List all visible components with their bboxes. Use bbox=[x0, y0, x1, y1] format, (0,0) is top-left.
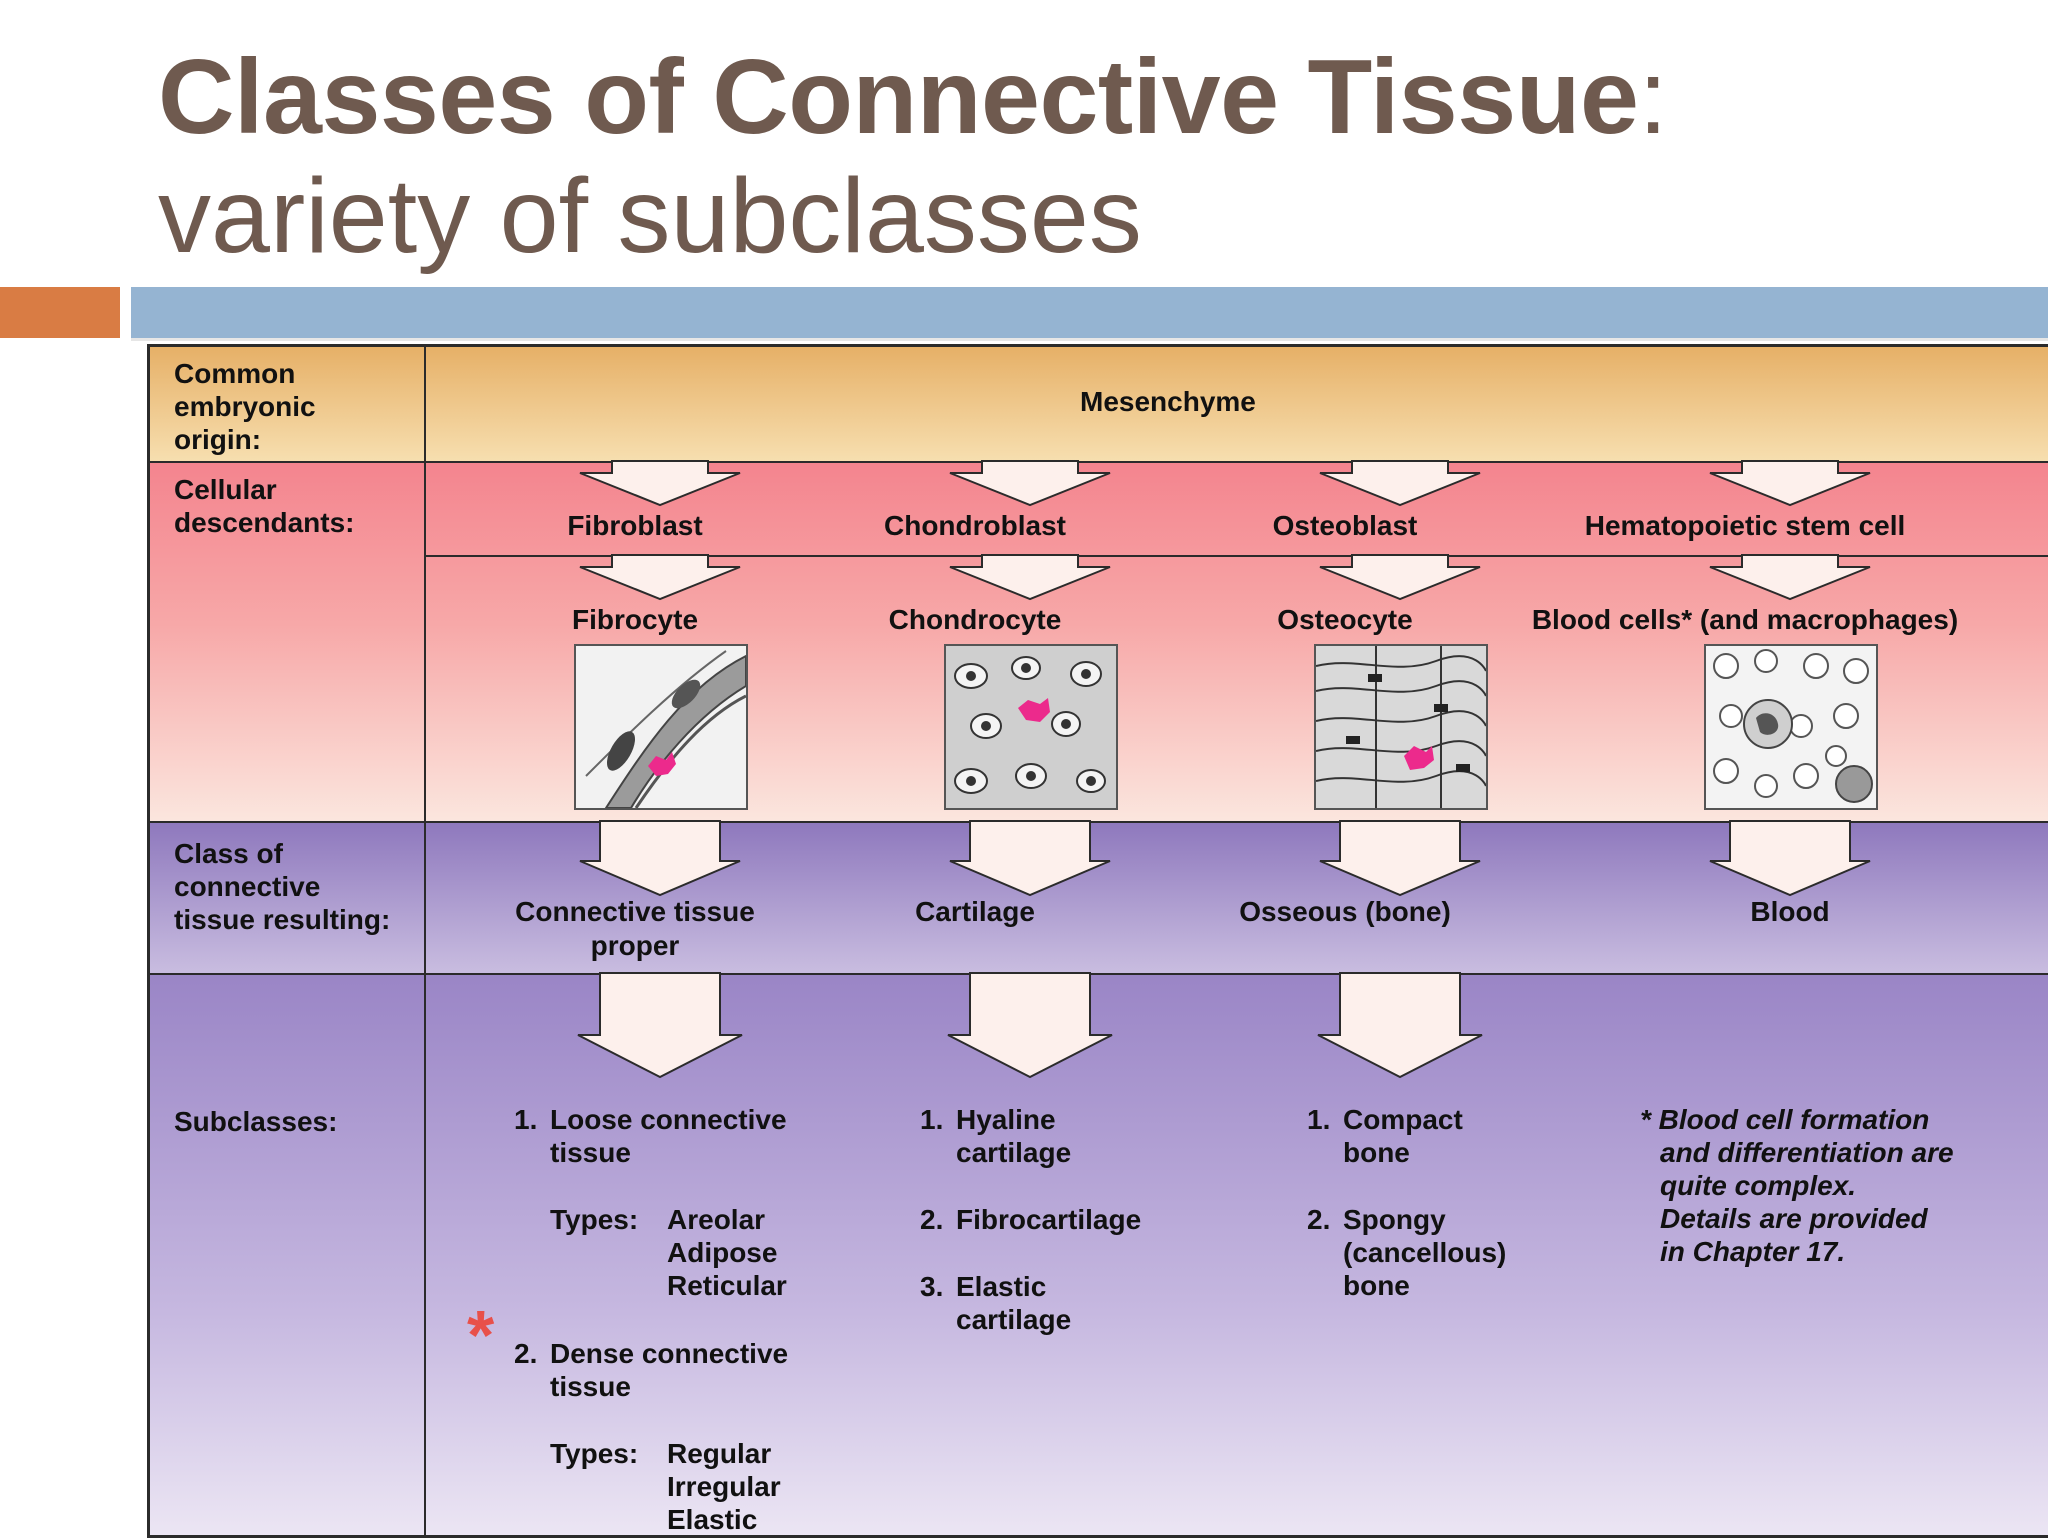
title-bold: Classes of Connective Tissue bbox=[158, 38, 1639, 156]
cart-num-3: 3. bbox=[920, 1271, 944, 1302]
class-cartilage: Cartilage bbox=[915, 896, 1035, 927]
divider-class bbox=[150, 973, 2048, 975]
ctp-dense-type-3: Elastic bbox=[667, 1504, 758, 1535]
label-hematopoietic: Hematopoietic stem cell bbox=[1584, 510, 1906, 541]
arrow-origin-to-blast-2 bbox=[949, 460, 1111, 507]
divider-blast-cyte bbox=[424, 555, 2048, 557]
accent-bar-line bbox=[131, 338, 2048, 341]
flow-arrows bbox=[577, 460, 1871, 1079]
row-label-subclasses: Subclasses: bbox=[174, 1106, 338, 1137]
cart-elastic-line2: cartilage bbox=[956, 1304, 1072, 1335]
ctp-loose-line2: tissue bbox=[550, 1137, 631, 1168]
label-chondroblast: Chondroblast bbox=[884, 510, 1066, 541]
class-ctp-line1: Connective tissue bbox=[515, 896, 755, 927]
label-chondrocyte: Chondrocyte bbox=[888, 604, 1062, 635]
blood-note-line1: * Blood cell formation bbox=[1640, 1104, 1930, 1135]
band-subclasses bbox=[150, 974, 2048, 1535]
ctp-dense-line2: tissue bbox=[550, 1371, 631, 1402]
cart-hyaline-line2: cartilage bbox=[956, 1137, 1072, 1168]
ctp-loose-type-3: Reticular bbox=[667, 1270, 787, 1301]
blood-note-line4: Details are provided bbox=[1660, 1203, 1928, 1234]
accent-bar-orange bbox=[0, 287, 120, 338]
accent-bar-blue bbox=[131, 287, 2048, 338]
cart-fibrocartilage: Fibrocartilage bbox=[956, 1204, 1142, 1235]
row-label-origin: Common embryonic origin: bbox=[174, 358, 316, 455]
blood-note-line3: quite complex. bbox=[1660, 1170, 1857, 1201]
bone-spongy-line2: (cancellous) bbox=[1343, 1237, 1507, 1268]
class-bone: Osseous (bone) bbox=[1239, 896, 1451, 927]
ctp-loose-type-2: Adipose bbox=[667, 1237, 778, 1268]
bone-num-1: 1. bbox=[1307, 1104, 1331, 1135]
bone-num-2: 2. bbox=[1307, 1204, 1331, 1235]
divider-origin bbox=[150, 461, 2048, 463]
label-osteoblast: Osteoblast bbox=[1272, 510, 1418, 541]
cart-elastic-line1: Elastic bbox=[956, 1271, 1047, 1302]
osteocyte-illustration bbox=[1314, 644, 1488, 810]
ctp-num-1: 1. bbox=[514, 1104, 538, 1135]
arrow-blast-to-cyte-3 bbox=[1319, 554, 1481, 601]
fibrocyte-illustration bbox=[574, 644, 748, 810]
arrow-class-to-sub-1 bbox=[577, 972, 743, 1079]
arrow-cyte-to-class-3 bbox=[1319, 820, 1481, 897]
ctp-dense-types-label: Types: bbox=[550, 1438, 639, 1469]
label-fibroblast: Fibroblast bbox=[567, 510, 703, 541]
label-column-divider bbox=[424, 347, 426, 1535]
bone-compact-line1: Compact bbox=[1343, 1104, 1463, 1135]
ctp-dense-type-1: Regular bbox=[667, 1438, 772, 1469]
title-colon: : bbox=[1638, 38, 1668, 156]
band-origin bbox=[150, 347, 2048, 462]
origin-mesenchyme: Mesenchyme bbox=[1080, 386, 1256, 417]
label-fibrocyte: Fibrocyte bbox=[571, 604, 699, 635]
bone-spongy-line1: Spongy bbox=[1343, 1204, 1446, 1235]
connective-tissue-diagram: Common embryonic origin: Cellular descen… bbox=[147, 344, 2048, 1538]
arrow-origin-to-blast-1 bbox=[579, 460, 741, 507]
label-osteocyte: Osteocyte bbox=[1277, 604, 1413, 635]
ctp-dense-type-2: Irregular bbox=[667, 1471, 781, 1502]
bone-compact-line2: bone bbox=[1343, 1137, 1410, 1168]
arrow-cyte-to-class-2 bbox=[949, 820, 1111, 897]
arrow-cyte-to-class-4 bbox=[1709, 820, 1871, 897]
cart-hyaline-line1: Hyaline bbox=[956, 1104, 1056, 1135]
title-subtitle: variety of subclasses bbox=[158, 157, 1142, 276]
arrow-origin-to-blast-3 bbox=[1319, 460, 1481, 507]
cart-num-2: 2. bbox=[920, 1204, 944, 1235]
chondrocyte-illustration bbox=[944, 644, 1118, 810]
divider-cells bbox=[150, 821, 2048, 823]
slide-title: Classes of Connective Tissue: variety of… bbox=[158, 34, 2038, 280]
ctp-loose-types-label: Types: bbox=[550, 1204, 639, 1235]
blood-cells-illustration bbox=[1704, 644, 1878, 810]
arrow-cyte-to-class-1 bbox=[579, 820, 741, 897]
ctp-dense-line1: Dense connective bbox=[550, 1338, 789, 1369]
class-ctp-line2: proper bbox=[590, 930, 680, 961]
ctp-loose-type-1: Areolar bbox=[667, 1204, 766, 1235]
arrow-blast-to-cyte-1 bbox=[579, 554, 741, 601]
ctp-num-2: 2. bbox=[514, 1338, 538, 1369]
bone-spongy-line3: bone bbox=[1343, 1270, 1410, 1301]
row-label-class: Class of connective tissue resulting: bbox=[174, 838, 391, 935]
class-blood: Blood bbox=[1750, 896, 1830, 927]
arrow-blast-to-cyte-4 bbox=[1709, 554, 1871, 601]
blood-note-line5: in Chapter 17. bbox=[1660, 1236, 1846, 1267]
cart-num-1: 1. bbox=[920, 1104, 944, 1135]
label-blood-cells: Blood cells* (and macrophages) bbox=[1531, 604, 1959, 635]
row-label-cells: Cellular descendants: bbox=[174, 474, 355, 538]
arrow-blast-to-cyte-2 bbox=[949, 554, 1111, 601]
arrow-class-to-sub-3 bbox=[1317, 972, 1483, 1079]
arrow-origin-to-blast-4 bbox=[1709, 460, 1871, 507]
ctp-loose-line1: Loose connective bbox=[550, 1104, 787, 1135]
blood-note-line2: and differentiation are bbox=[1660, 1137, 1954, 1168]
arrow-class-to-sub-2 bbox=[947, 972, 1113, 1079]
highlight-star: * bbox=[467, 1296, 495, 1374]
